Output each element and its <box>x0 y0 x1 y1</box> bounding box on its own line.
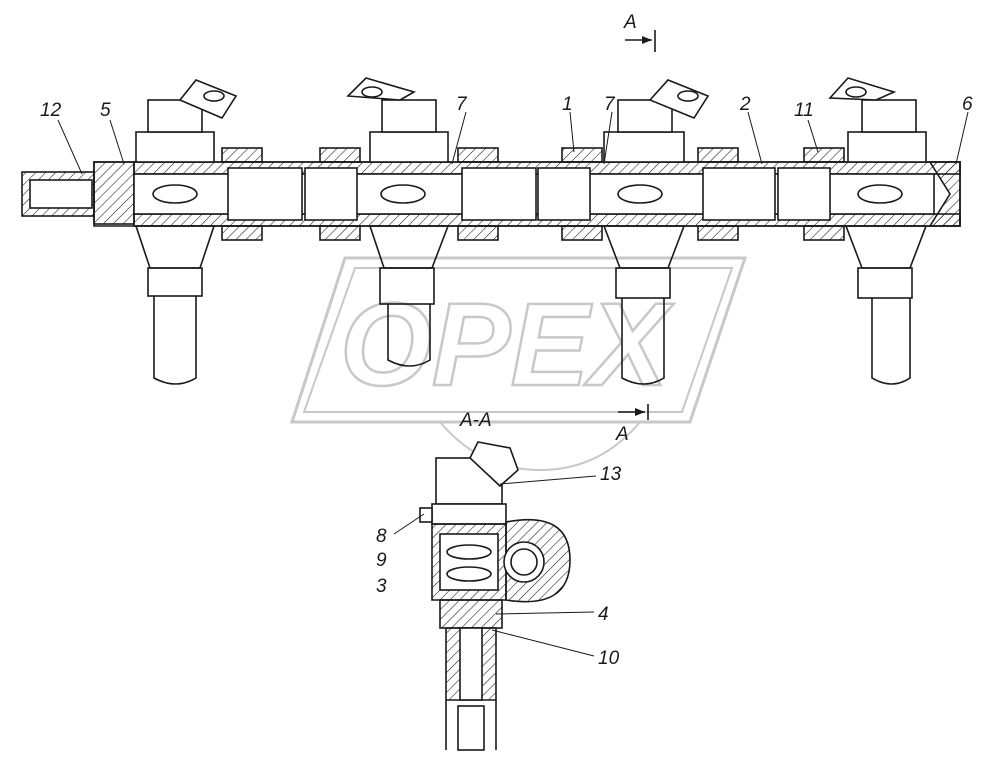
callout-3: 3 <box>376 576 387 597</box>
watermark-text: OPEX <box>340 279 674 411</box>
callout-13: 13 <box>600 464 622 485</box>
injector-3 <box>602 79 710 385</box>
fuel-rail-pipe <box>21 161 961 227</box>
callout-12: 12 <box>40 100 62 121</box>
section-a-a-view: A-A <box>419 410 571 751</box>
callout-10: 10 <box>598 648 620 669</box>
callout-2: 2 <box>739 94 751 115</box>
section-title: A-A <box>459 410 492 431</box>
callout-9: 9 <box>376 550 387 571</box>
section-label-a-bottom: A <box>615 424 629 445</box>
injector-4 <box>828 77 928 385</box>
callout-1: 1 <box>562 94 573 115</box>
callout-6: 6 <box>962 94 973 115</box>
injector-2 <box>346 77 450 367</box>
rail-end-left <box>93 161 135 225</box>
rail-end-plug <box>928 161 961 227</box>
section-marker-bottom: A <box>615 404 649 445</box>
callout-8: 8 <box>376 526 387 547</box>
callout-7-right: 7 <box>604 94 616 115</box>
watermark-logo: OPEX <box>289 256 748 472</box>
injector-1 <box>134 79 238 385</box>
callout-7-left: 7 <box>456 94 468 115</box>
section-marker-top: A <box>623 12 656 52</box>
callout-4: 4 <box>598 604 609 625</box>
leader-lines <box>57 111 969 657</box>
callout-5: 5 <box>100 100 111 121</box>
pipe-clamps <box>221 147 845 241</box>
section-label-a-top: A <box>623 12 637 33</box>
callout-labels: 12 5 7 1 7 2 11 6 13 8 9 3 4 10 <box>40 94 973 669</box>
callout-11: 11 <box>794 100 814 121</box>
